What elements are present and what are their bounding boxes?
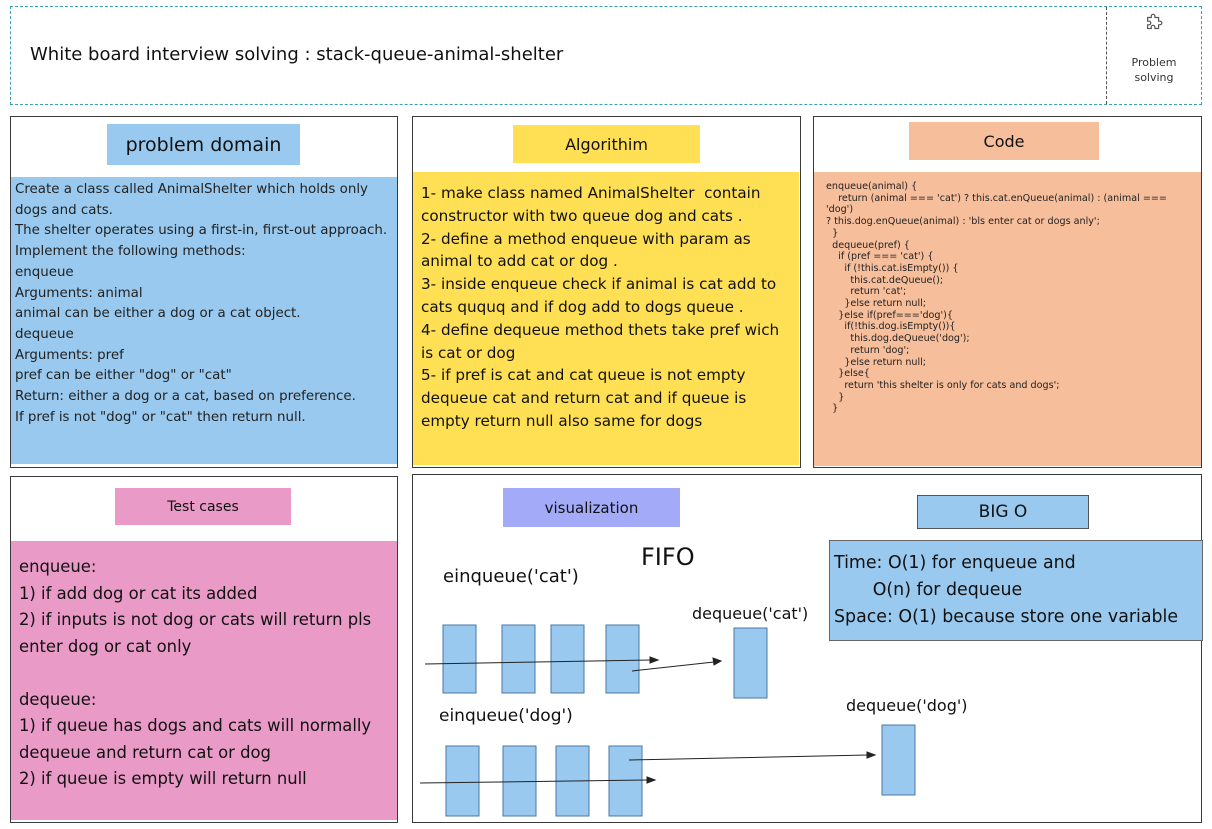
cat-queue-box (605, 624, 640, 694)
enqueue-dog-arrowhead (646, 776, 657, 784)
enqueue-dog-arrow (419, 779, 649, 784)
algorithm-note: 1- make class named AnimalShelter contai… (413, 172, 799, 465)
dequeue-dog-arrow (628, 754, 869, 761)
header-divider (1106, 7, 1107, 104)
problem-solving-label: Problem solving (1131, 56, 1177, 84)
test-cases-note: enqueue: 1) if add dog or cat its added … (11, 541, 397, 820)
cat-queue-box (442, 624, 477, 694)
enqueue-cat-arrow (424, 659, 653, 665)
enqueue-dog-label: einqueue('dog') (439, 706, 573, 726)
algorithm-title: Algorithim (513, 125, 700, 163)
test-cases-title: Test cases (115, 488, 291, 525)
fifo-label: FIFO (641, 543, 695, 571)
visualization-frame (412, 474, 1202, 823)
dog-queue-box (502, 745, 537, 817)
dequeued-dog-box (881, 724, 916, 796)
enqueue-cat-label: einqueue('cat') (443, 566, 579, 587)
code-note: enqueue(animal) { return (animal === 'ca… (814, 172, 1201, 466)
page-title: White board interview solving : stack-qu… (30, 44, 564, 65)
dog-queue-box (445, 745, 480, 817)
dequeue-cat-arrowhead (712, 657, 723, 666)
problem-solving-badge[interactable]: Problem solving (1107, 7, 1201, 104)
arrows (419, 656, 877, 784)
header-bar (10, 6, 1202, 105)
visualization-title: visualization (503, 488, 680, 527)
puzzle-piece-icon (1143, 12, 1165, 34)
queue-diagram (419, 624, 916, 817)
dequeue-cat-arrow (631, 661, 715, 672)
dog-queue (445, 724, 916, 817)
dequeue-dog-arrowhead (866, 751, 877, 759)
dequeued-cat-box (733, 627, 768, 699)
cat-queue (442, 624, 768, 699)
cat-queue-box (501, 624, 536, 694)
problem-domain-note: Create a class called AnimalShelter whic… (11, 177, 397, 464)
big-o-title: BIG O (917, 495, 1089, 529)
dequeue-dog-label: dequeue('dog') (846, 696, 968, 715)
dog-queue-box (608, 745, 643, 817)
code-title: Code (909, 122, 1099, 160)
dequeue-cat-label: dequeue('cat') (692, 604, 809, 623)
enqueue-cat-arrowhead (649, 656, 660, 664)
big-o-note: Time: O(1) for enqueue and O(n) for dequ… (829, 540, 1203, 641)
cat-queue-box (550, 624, 585, 694)
problem-domain-title: problem domain (107, 124, 300, 165)
